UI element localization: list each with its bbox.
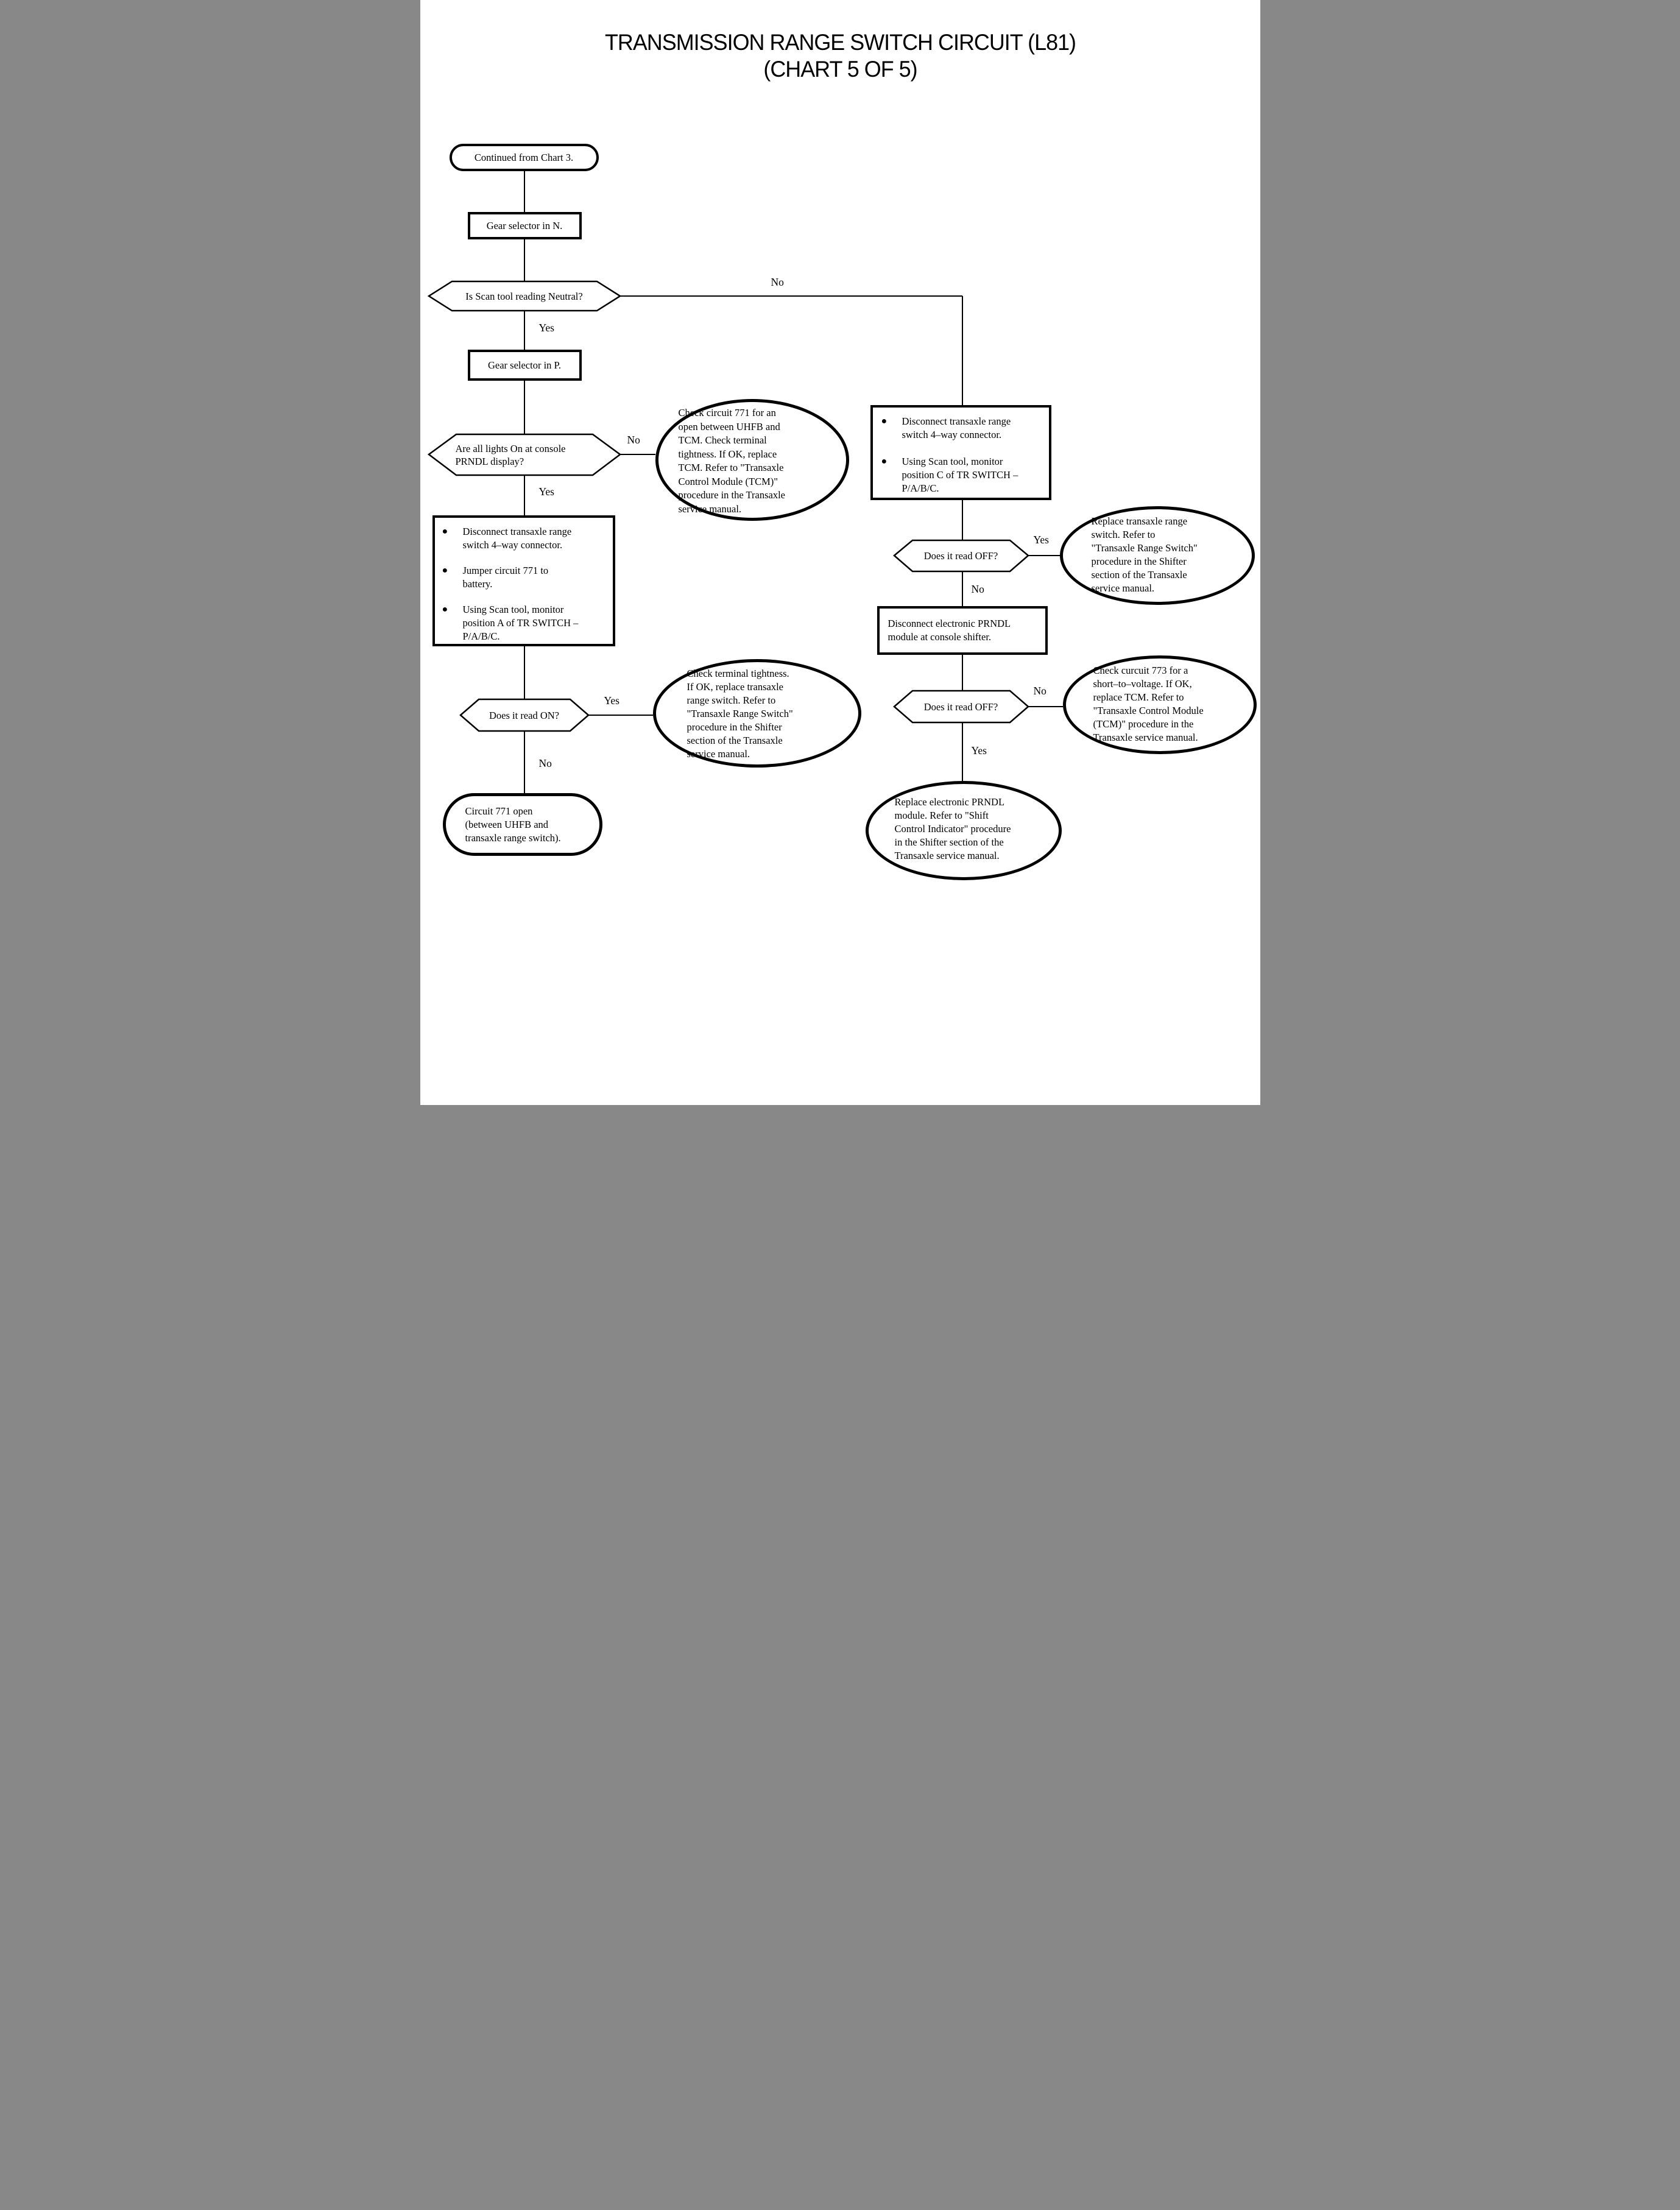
edge-label-off1-no: No: [970, 583, 986, 595]
list-item: ● Jumper circuit 771 to battery.: [442, 565, 549, 590]
node-gear-n-text: Gear selector in N.: [486, 219, 563, 231]
node-replace-range-switch-text: Replace transaxle range switch. Refer to…: [1091, 515, 1198, 594]
bullet-icon: ●: [442, 604, 448, 615]
node-replace-range-switch: [1059, 506, 1255, 605]
edge-label-off1-yes: Yes: [1032, 534, 1050, 546]
node-replace-prndl: [865, 781, 1062, 880]
edge-label-off2-no: No: [1032, 685, 1048, 697]
node-gear-selector-n: Gear selector in N.: [467, 212, 582, 239]
decision-lights-on-text: Are all lights On at console PRNDL displ…: [455, 442, 566, 467]
decision-read-off-2: Does it read OFF?: [894, 691, 1028, 722]
decision-read-on-shape: [459, 698, 590, 732]
decision-read-off-1: Does it read OFF?: [894, 540, 1028, 571]
node-gear-p-text: Gear selector in P.: [487, 359, 562, 371]
node-check-terminal: [652, 659, 861, 768]
bullet-icon: ●: [442, 526, 448, 537]
node-check-curcuit-773-text: Check curcuit 773 for a short–to–voltage…: [1093, 665, 1204, 743]
decision-read-on-text: Does it read ON?: [489, 709, 559, 721]
decision-scan-neutral: Is Scan tool reading Neutral?: [429, 281, 620, 311]
edge-label-neutral-yes: Yes: [537, 322, 556, 334]
decision-scan-neutral-shape: [427, 280, 621, 312]
node-disconnect-prndl-text: Disconnect electronic PRNDL module at co…: [888, 618, 1011, 643]
edge-label-lights-no: No: [626, 434, 641, 446]
node-jumper-circuit-771: [432, 515, 615, 646]
edge-label-lights-yes: Yes: [537, 485, 556, 498]
node-circuit-771-open-text: Circuit 771 open (between UHFB and trans…: [465, 805, 561, 844]
bullet-icon: ●: [442, 565, 448, 576]
decision-read-on: Does it read ON?: [461, 699, 588, 731]
edge-label-on-no: No: [537, 757, 553, 769]
decision-read-off-1-text: Does it read OFF?: [923, 550, 998, 562]
list-item: ● Using Scan tool, monitor position C of…: [881, 456, 1018, 494]
bullet-icon: ●: [881, 456, 888, 467]
node-disconnect-prndl: Disconnect electronic PRNDL module at co…: [877, 606, 1048, 655]
node-check-circuit-771: [655, 399, 849, 521]
list-item: ● Disconnect transaxle range switch 4–wa…: [881, 415, 1011, 440]
node-check-terminal-text: Check terminal tightness. If OK, replace…: [686, 668, 793, 760]
node-circuit-771-open: Circuit 771 open (between UHFB and trans…: [442, 793, 602, 856]
decision-lights-on: Are all lights On at console PRNDL displ…: [429, 434, 620, 475]
node-check-curcuit-773: [1062, 655, 1257, 754]
node-jumper-circuit-771-list: ● Disconnect transaxle range switch 4–wa…: [442, 525, 608, 643]
node-continued-from-chart3: Continued from Chart 3.: [449, 144, 599, 171]
node-disconnect-monitor-c: [870, 405, 1051, 500]
list-item: ● Disconnect transaxle range switch 4–wa…: [442, 526, 572, 551]
flowchart-page: TRANSMISSION RANGE SWITCH CIRCUIT (L81) …: [420, 0, 1260, 1105]
bullet-icon: ●: [881, 416, 888, 426]
edge-label-off2-yes: Yes: [970, 744, 988, 757]
page-title: TRANSMISSION RANGE SWITCH CIRCUIT (L81) …: [604, 30, 1076, 82]
edge-label-on-yes: Yes: [602, 694, 621, 707]
decision-read-off1-shape: [892, 539, 1029, 573]
edge-label-neutral-no: No: [769, 276, 785, 288]
decision-read-off-2-text: Does it read OFF?: [923, 701, 998, 713]
node-gear-selector-p: Gear selector in P.: [467, 350, 582, 381]
node-disconnect-monitor-c-list: ● Disconnect transaxle range switch 4–wa…: [881, 415, 1045, 495]
node-continued-text: Continued from Chart 3.: [474, 151, 574, 163]
connector-lines: [427, 171, 1063, 793]
node-check-circuit-771-text: Check circuit 771 for an open between UH…: [678, 407, 786, 515]
list-item: ● Using Scan tool, monitor position A of…: [442, 604, 579, 642]
decision-read-off2-shape: [892, 690, 1029, 724]
node-replace-prndl-text: Replace electronic PRNDL module. Refer t…: [894, 796, 1011, 861]
decision-lights-on-shape: [427, 433, 621, 476]
decision-scan-neutral-text: Is Scan tool reading Neutral?: [465, 290, 583, 302]
